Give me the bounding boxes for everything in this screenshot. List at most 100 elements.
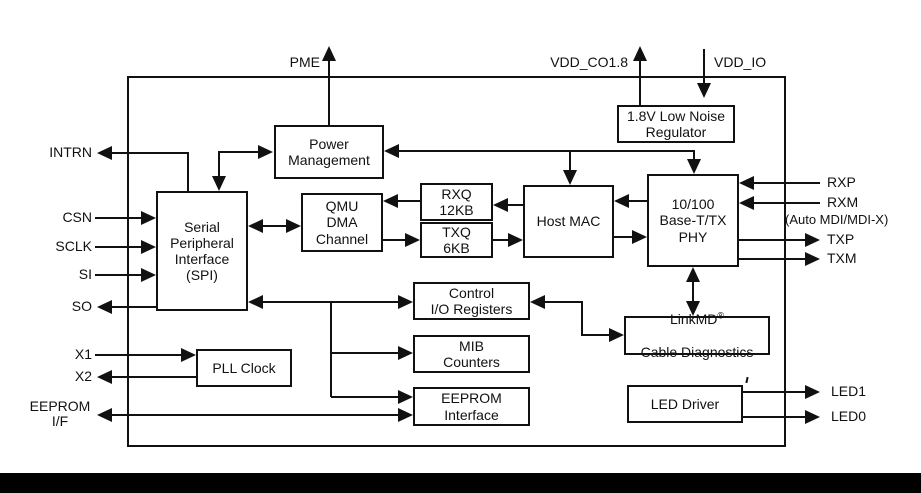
arrowhead-led1 bbox=[805, 385, 820, 399]
arrowhead-mac-to-phy bbox=[632, 230, 647, 244]
wire-sclk bbox=[95, 246, 143, 248]
wire-rxp bbox=[753, 182, 820, 184]
arrowhead-spi-to-qmu bbox=[286, 219, 301, 233]
block-eeprom-interface: EEPROM Interface bbox=[413, 387, 530, 426]
registered-mark: ® bbox=[717, 310, 725, 321]
linkmd-subtitle: Cable Diagnostics bbox=[640, 343, 754, 360]
pin-label-sclk: SCLK bbox=[55, 238, 92, 254]
block-pll-clock: PLL Clock bbox=[196, 349, 292, 387]
arrowhead-vdd-io bbox=[697, 83, 711, 98]
arrowhead-vdd-co18 bbox=[633, 46, 647, 61]
arrowhead-rxm bbox=[739, 196, 754, 210]
arrowhead-pm-to-spi bbox=[212, 176, 226, 191]
arrowhead-x1 bbox=[181, 348, 196, 362]
wire-control-linkmd-h2 bbox=[581, 334, 610, 336]
pin-label-txp: TXP bbox=[827, 231, 855, 247]
wire-txp bbox=[739, 239, 806, 241]
wire-spi-qmu bbox=[262, 225, 287, 227]
wire-control-linkmd-v bbox=[581, 301, 583, 336]
pin-label-csn: CSN bbox=[62, 209, 92, 225]
wire-power-net-mac bbox=[569, 150, 571, 171]
label-auto-mdi: (Auto MDI/MDI-X) bbox=[785, 212, 889, 227]
wire-power-net bbox=[398, 150, 694, 152]
wire-led0 bbox=[743, 416, 806, 418]
block-linkmd: LinkMD® Cable Diagnostics bbox=[624, 311, 770, 360]
block-rxq: RXQ 12KB bbox=[420, 183, 493, 221]
arrowhead-csn bbox=[141, 211, 156, 225]
arrowhead-txp bbox=[805, 233, 820, 247]
arrowhead-net-to-mac bbox=[563, 170, 577, 185]
wire-branch-eeprom bbox=[331, 396, 399, 398]
pin-label-led1: LED1 bbox=[831, 383, 867, 399]
arrowhead-mac-to-rxq bbox=[493, 198, 508, 212]
arrowhead-sclk bbox=[141, 240, 156, 254]
wire-control-linkmd-h1 bbox=[544, 301, 583, 303]
wire-phy-linkmd bbox=[692, 280, 694, 302]
wire-txm bbox=[739, 258, 806, 260]
arrowhead-branch-eeprom bbox=[398, 390, 413, 404]
arrowhead-intrn bbox=[97, 146, 112, 160]
arrowhead-eeprom-in bbox=[398, 408, 413, 422]
wire-so bbox=[110, 306, 156, 308]
pin-label-vdd-io: VDD_IO bbox=[714, 54, 767, 70]
arrowhead-linkmd-to-control bbox=[530, 295, 545, 309]
pin-label-txm: TXM bbox=[827, 250, 857, 266]
wire-rxq-qmu bbox=[397, 200, 420, 202]
wire-register-branch bbox=[330, 301, 332, 397]
pin-label-led0: LED0 bbox=[831, 408, 867, 424]
wire-pme bbox=[328, 59, 330, 125]
wire-intrn-drop bbox=[187, 152, 189, 191]
linkmd-title: LinkMD® bbox=[669, 310, 725, 328]
block-mib-counters: MIB Counters bbox=[413, 335, 530, 373]
block-control-io-registers: Control I/O Registers bbox=[413, 282, 530, 320]
arrowhead-rxp bbox=[739, 176, 754, 190]
wire-rxm bbox=[753, 202, 820, 204]
arrowhead-led0 bbox=[805, 410, 820, 424]
pin-label-so: SO bbox=[71, 298, 92, 314]
arrowhead-spi-to-control bbox=[398, 295, 413, 309]
pin-label-vdd-co18: VDD_CO1.8 bbox=[550, 54, 628, 70]
block-1v8-regulator: 1.8V Low Noise Regulator bbox=[617, 105, 735, 143]
wire-x1 bbox=[95, 354, 182, 356]
arrowhead-branch-mib bbox=[398, 346, 413, 360]
pin-label-eeprom-if: EEPROM I/F bbox=[29, 398, 91, 430]
wire-si bbox=[95, 274, 143, 276]
wire-csn bbox=[95, 217, 143, 219]
arrowhead-so bbox=[97, 300, 112, 314]
arrowhead-linkmd-to-phy bbox=[686, 267, 700, 282]
arrowhead-control-to-linkmd bbox=[609, 328, 624, 342]
chip-boundary bbox=[127, 76, 786, 447]
arrowhead-phy-to-linkmd bbox=[686, 301, 700, 316]
arrowhead-phy-to-mac bbox=[614, 194, 629, 208]
pin-label-rxp: RXP bbox=[827, 174, 856, 190]
pin-label-intrn: INTRN bbox=[49, 144, 92, 160]
pin-label-rxm: RXM bbox=[827, 194, 859, 210]
block-power-management: Power Management bbox=[274, 125, 384, 179]
block-host-mac: Host MAC bbox=[523, 185, 614, 258]
arrowhead-control-to-spi bbox=[248, 295, 263, 309]
wire-power-net-phy bbox=[693, 150, 695, 161]
arrowhead-net-to-phy bbox=[687, 159, 701, 174]
pin-label-si: SI bbox=[78, 266, 92, 282]
block-qmu-dma: QMU DMA Channel bbox=[301, 193, 383, 252]
block-led-driver: LED Driver bbox=[627, 385, 743, 423]
wire-qmu-txq bbox=[383, 239, 406, 241]
wire-eeprom-if bbox=[111, 414, 399, 416]
arrowhead-eeprom-out bbox=[97, 408, 112, 422]
pin-label-x1: X1 bbox=[74, 346, 92, 362]
block-txq: TXQ 6KB bbox=[420, 222, 493, 258]
wire-intrn bbox=[110, 152, 189, 154]
bottom-black-bar bbox=[0, 473, 921, 493]
wire-phy-mac bbox=[628, 200, 648, 202]
wire-branch-mib bbox=[331, 352, 399, 354]
wire-mac-phy bbox=[614, 236, 633, 238]
block-phy: 10/100 Base-T/TX PHY bbox=[647, 174, 739, 267]
arrowhead-spi-to-pm bbox=[258, 145, 273, 159]
wire-x2 bbox=[111, 376, 196, 378]
wire-txq-mac bbox=[493, 239, 509, 241]
arrowhead-pme bbox=[322, 46, 336, 61]
block-spi: Serial Peripheral Interface (SPI) bbox=[156, 191, 248, 311]
arrowhead-si bbox=[141, 268, 156, 282]
wire-mac-rxq bbox=[507, 204, 524, 206]
wire-led1 bbox=[743, 391, 806, 393]
